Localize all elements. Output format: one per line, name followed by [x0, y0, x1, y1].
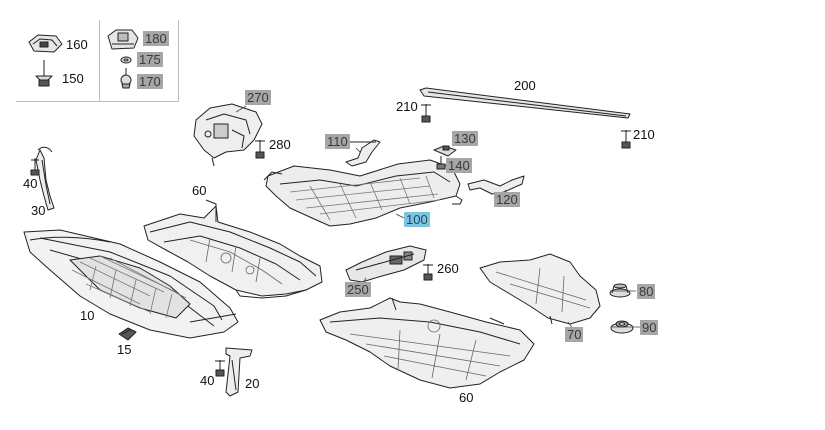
bolt-210-left[interactable] — [421, 104, 431, 123]
label-210-left[interactable]: 210 — [396, 99, 418, 114]
bracket-110[interactable] — [345, 139, 381, 167]
label-70[interactable]: 70 — [565, 327, 584, 342]
label-30[interactable]: 30 — [31, 203, 46, 218]
engine-cover-60-lower[interactable] — [319, 297, 535, 389]
bolt-280[interactable] — [255, 140, 265, 159]
screw-170-icon[interactable] — [120, 68, 132, 89]
strut-200[interactable] — [419, 87, 631, 119]
label-15[interactable]: 15 — [117, 342, 132, 357]
label-250[interactable]: 250 — [345, 282, 371, 297]
label-60-lower[interactable]: 60 — [459, 390, 474, 405]
bracket-270[interactable] — [193, 103, 263, 167]
bracket-250[interactable] — [345, 245, 427, 283]
label-130[interactable]: 130 — [452, 131, 478, 146]
label-270[interactable]: 270 — [245, 90, 271, 105]
bolt-260[interactable] — [423, 264, 433, 281]
label-120[interactable]: 120 — [494, 192, 520, 207]
legend-divider — [99, 20, 100, 101]
bolt-40-upper[interactable] — [30, 158, 40, 176]
clip-15[interactable] — [118, 327, 137, 341]
bracket-20[interactable] — [225, 347, 253, 397]
label-200[interactable]: 200 — [514, 78, 536, 93]
bracket-120[interactable] — [467, 175, 525, 195]
engine-cover-60-upper[interactable] — [143, 199, 323, 299]
label-160[interactable]: 160 — [66, 37, 88, 52]
underbody-panel-10[interactable] — [23, 229, 239, 339]
bracket-30[interactable] — [35, 146, 55, 211]
label-150[interactable]: 150 — [62, 71, 84, 86]
label-100[interactable]: 100 — [404, 212, 430, 227]
washer-175-icon[interactable] — [120, 56, 132, 64]
bolt-140[interactable] — [436, 156, 446, 170]
label-90[interactable]: 90 — [640, 320, 659, 335]
label-40-lower[interactable]: 40 — [200, 373, 215, 388]
label-20[interactable]: 20 — [245, 376, 260, 391]
label-80[interactable]: 80 — [637, 284, 656, 299]
label-110[interactable]: 110 — [325, 134, 350, 149]
label-60-upper[interactable]: 60 — [192, 183, 207, 198]
label-170[interactable]: 170 — [137, 74, 163, 89]
label-210-right[interactable]: 210 — [633, 127, 655, 142]
label-175[interactable]: 175 — [137, 52, 163, 67]
mount-80[interactable] — [609, 283, 631, 298]
bolt-210-right[interactable] — [621, 130, 631, 149]
mount-90[interactable] — [610, 320, 634, 334]
label-140[interactable]: 140 — [446, 158, 472, 173]
clip-160-icon[interactable] — [28, 34, 63, 53]
label-40-upper[interactable]: 40 — [23, 176, 38, 191]
label-180[interactable]: 180 — [143, 31, 169, 46]
label-10[interactable]: 10 — [80, 308, 95, 323]
clip-130[interactable] — [433, 145, 457, 157]
bolt-40-lower[interactable] — [215, 360, 225, 377]
label-280[interactable]: 280 — [269, 137, 291, 152]
small-parts-legend — [16, 20, 179, 102]
underbody-panel-100[interactable] — [263, 159, 463, 227]
label-260[interactable]: 260 — [437, 261, 459, 276]
cover-70[interactable] — [479, 253, 601, 325]
bolt-150-icon[interactable] — [35, 60, 53, 87]
nut-180-icon[interactable] — [107, 29, 139, 50]
